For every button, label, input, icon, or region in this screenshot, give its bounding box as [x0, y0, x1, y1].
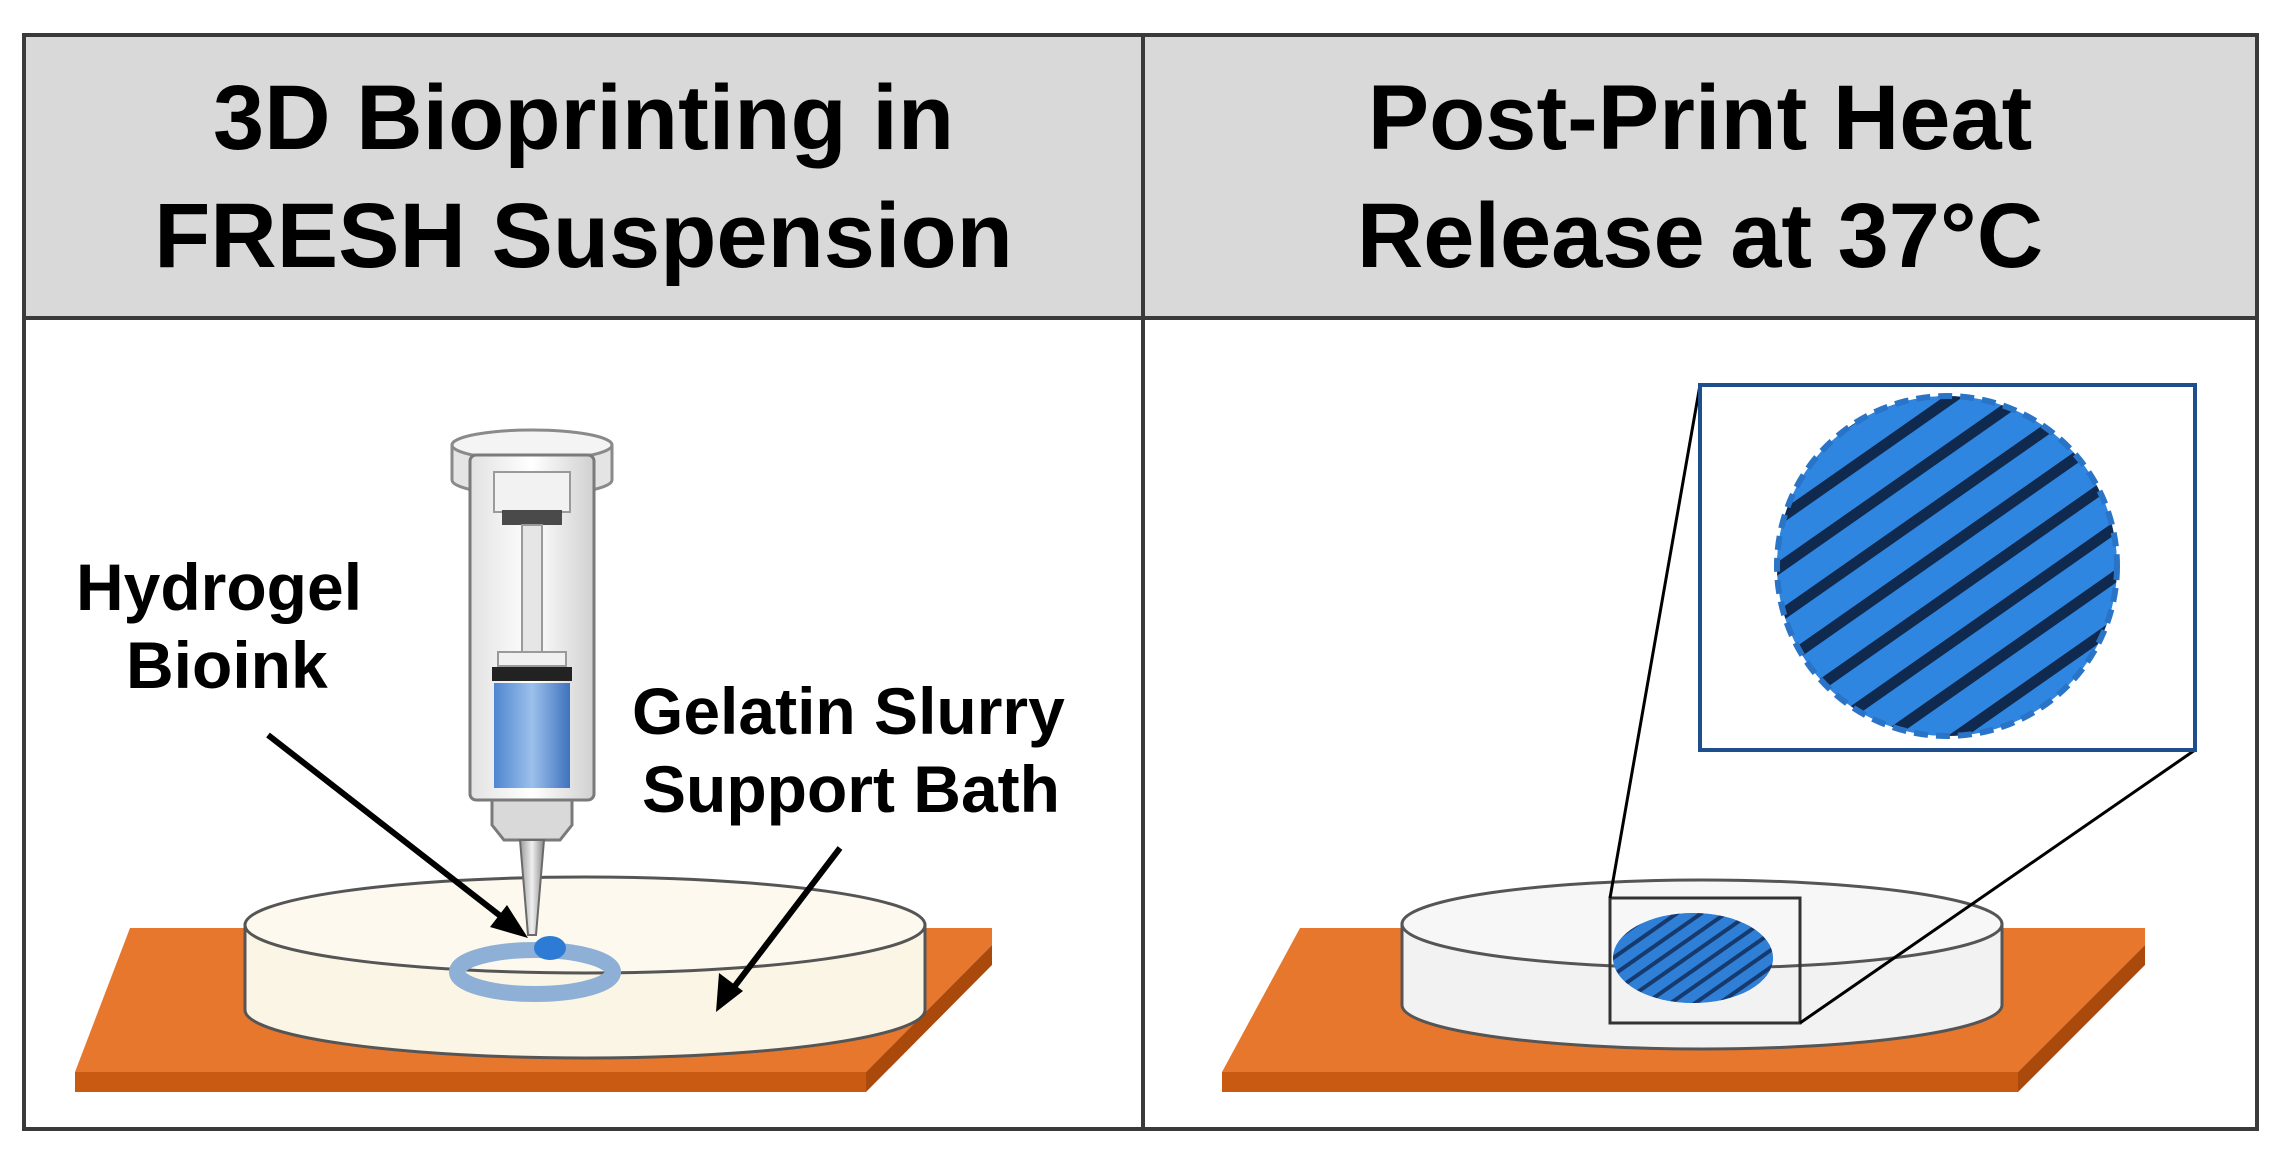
left-title-line1: 3D Bioprinting in [212, 66, 955, 169]
left-title-line2: FRESH Suspension [154, 184, 1013, 287]
right-panel-illustration [1222, 383, 2197, 1092]
syringe [450, 428, 614, 936]
released-print-small [1613, 913, 1773, 1003]
zoom-line-left [1608, 384, 1702, 899]
support-bath-arrow [716, 846, 843, 1012]
right-title-line1: Post-Print Heat [1367, 66, 2033, 169]
right-panel-header: Post-Print Heat Release at 37°C [1145, 37, 2255, 316]
ink-droplet [534, 936, 566, 960]
left-dish-rim [243, 875, 927, 975]
hydrogel-bioink-label: Hydrogel Bioink [76, 550, 363, 702]
left-panel-header: 3D Bioprinting in FRESH Suspension [26, 37, 1141, 316]
right-title-line2: Release at 37°C [1356, 184, 2044, 287]
support-bath-label: Gelatin Slurry Support Bath [632, 674, 1065, 826]
bioink-arrow [266, 732, 528, 938]
outer-border [22, 33, 2259, 1131]
left-panel-illustration [75, 428, 992, 1092]
released-print-zoomed [1777, 396, 2117, 736]
syringe-needle [518, 839, 546, 936]
zoom-line-right [1799, 748, 2196, 1025]
left-plate-edge [75, 1072, 866, 1092]
zoom-source-box [1608, 896, 1802, 1025]
right-plate-edge [1222, 1072, 2018, 1092]
syringe-bioink [494, 683, 570, 788]
